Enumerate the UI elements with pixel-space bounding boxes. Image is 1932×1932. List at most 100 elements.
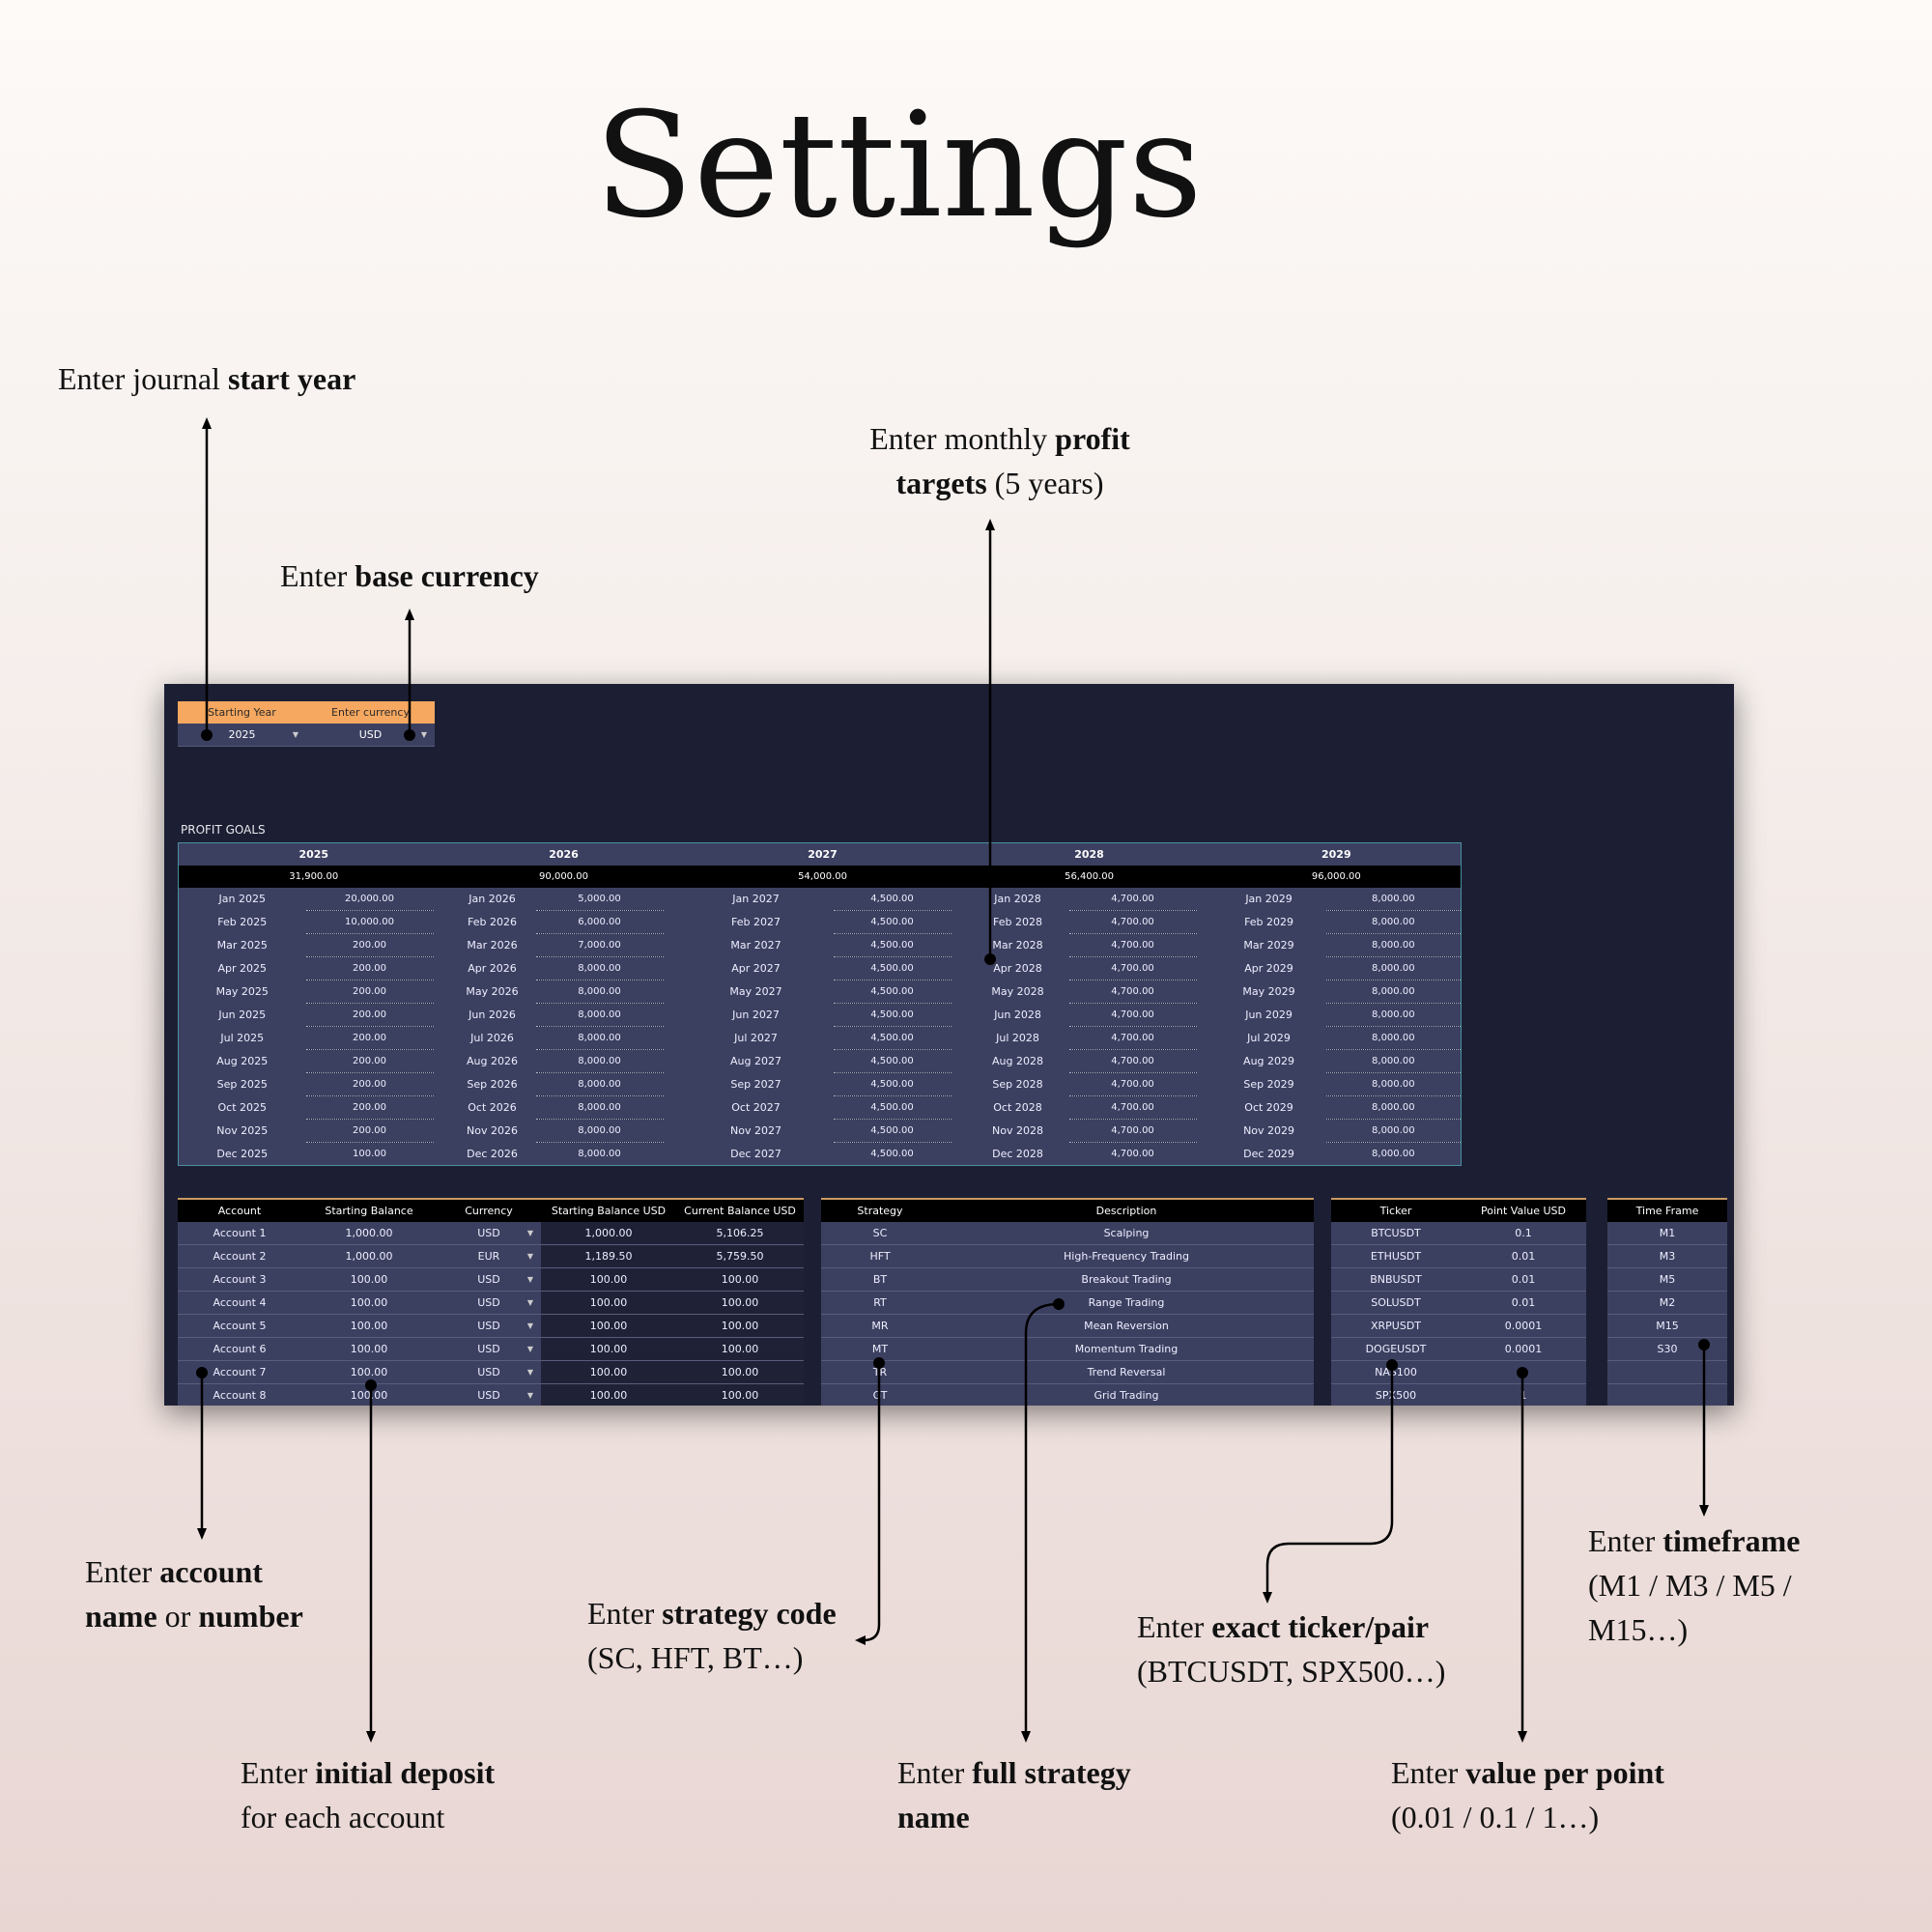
strategy-code-input[interactable]: BT xyxy=(821,1267,939,1292)
month-target-input[interactable]: 200.00 xyxy=(305,980,434,1004)
timeframe-input[interactable]: M5 xyxy=(1607,1267,1727,1292)
month-target-input[interactable]: 8,000.00 xyxy=(535,1026,664,1050)
currency-select[interactable]: USD▼ xyxy=(437,1360,541,1384)
timeframe-input[interactable]: M1 xyxy=(1607,1222,1727,1245)
ticker-input[interactable]: XRPUSDT xyxy=(1331,1314,1461,1338)
month-target-input[interactable]: 8,000.00 xyxy=(535,1072,664,1096)
month-target-input[interactable]: 8,000.00 xyxy=(535,1003,664,1027)
starting-balance-input[interactable]: 100.00 xyxy=(301,1337,437,1361)
strategy-code-input[interactable]: GT xyxy=(821,1383,939,1406)
account-name-input[interactable]: Account 5 xyxy=(178,1314,301,1338)
month-target-input[interactable]: 4,700.00 xyxy=(1068,933,1197,957)
month-target-input[interactable]: 8,000.00 xyxy=(535,980,664,1004)
ticker-input[interactable]: ETHUSDT xyxy=(1331,1244,1461,1268)
month-target-input[interactable]: 4,500.00 xyxy=(833,1072,952,1096)
month-target-input[interactable]: 8,000.00 xyxy=(535,1049,664,1073)
account-name-input[interactable]: Account 2 xyxy=(178,1244,301,1268)
timeframe-input[interactable]: M3 xyxy=(1607,1244,1727,1268)
strategy-description-input[interactable]: Range Trading xyxy=(939,1291,1314,1315)
month-target-input[interactable]: 4,500.00 xyxy=(833,1003,952,1027)
timeframe-input[interactable]: M2 xyxy=(1607,1291,1727,1315)
month-target-input[interactable]: 4,700.00 xyxy=(1068,1142,1197,1166)
month-target-input[interactable]: 4,500.00 xyxy=(833,910,952,934)
timeframe-input[interactable] xyxy=(1607,1383,1727,1406)
ticker-input[interactable]: BTCUSDT xyxy=(1331,1222,1461,1245)
month-target-input[interactable]: 8,000.00 xyxy=(535,1119,664,1143)
point-value-input[interactable]: 0.01 xyxy=(1461,1244,1586,1268)
point-value-input[interactable]: 0.0001 xyxy=(1461,1314,1586,1338)
currency-select[interactable]: USD▼ xyxy=(437,1222,541,1245)
point-value-input[interactable]: 0.01 xyxy=(1461,1291,1586,1315)
timeframe-input[interactable]: S30 xyxy=(1607,1337,1727,1361)
timeframe-input[interactable]: M15 xyxy=(1607,1314,1727,1338)
month-target-input[interactable]: 10,000.00 xyxy=(305,910,434,934)
starting-balance-input[interactable]: 100.00 xyxy=(301,1291,437,1315)
month-target-input[interactable]: 4,700.00 xyxy=(1068,888,1197,911)
month-target-input[interactable]: 4,500.00 xyxy=(833,956,952,980)
month-target-input[interactable]: 200.00 xyxy=(305,1049,434,1073)
month-target-input[interactable]: 4,500.00 xyxy=(833,980,952,1004)
strategy-description-input[interactable]: Trend Reversal xyxy=(939,1360,1314,1384)
point-value-input[interactable]: 0.1 xyxy=(1461,1222,1586,1245)
strategy-code-input[interactable]: TR xyxy=(821,1360,939,1384)
timeframe-input[interactable] xyxy=(1607,1360,1727,1384)
currency-select[interactable]: USD▼ xyxy=(437,1267,541,1292)
month-target-input[interactable]: 4,700.00 xyxy=(1068,1095,1197,1120)
month-target-input[interactable]: 6,000.00 xyxy=(535,910,664,934)
account-name-input[interactable]: Account 7 xyxy=(178,1360,301,1384)
month-target-input[interactable]: 8,000.00 xyxy=(1325,933,1462,957)
month-target-input[interactable]: 8,000.00 xyxy=(1325,1142,1462,1166)
strategy-code-input[interactable]: RT xyxy=(821,1291,939,1315)
currency-select[interactable]: EUR▼ xyxy=(437,1244,541,1268)
strategy-description-input[interactable]: Breakout Trading xyxy=(939,1267,1314,1292)
month-target-input[interactable]: 4,700.00 xyxy=(1068,956,1197,980)
account-name-input[interactable]: Account 1 xyxy=(178,1222,301,1245)
starting-year-select[interactable]: 2025▼ xyxy=(178,724,306,747)
strategy-description-input[interactable]: High-Frequency Trading xyxy=(939,1244,1314,1268)
ticker-input[interactable]: BNBUSDT xyxy=(1331,1267,1461,1292)
ticker-input[interactable]: SOLUSDT xyxy=(1331,1291,1461,1315)
strategy-description-input[interactable]: Scalping xyxy=(939,1222,1314,1245)
strategy-code-input[interactable]: MT xyxy=(821,1337,939,1361)
month-target-input[interactable]: 200.00 xyxy=(305,956,434,980)
point-value-input[interactable]: 0.01 xyxy=(1461,1267,1586,1292)
strategy-code-input[interactable]: MR xyxy=(821,1314,939,1338)
month-target-input[interactable]: 200.00 xyxy=(305,933,434,957)
month-target-input[interactable]: 100.00 xyxy=(305,1142,434,1166)
strategy-description-input[interactable]: Grid Trading xyxy=(939,1383,1314,1406)
account-name-input[interactable]: Account 4 xyxy=(178,1291,301,1315)
month-target-input[interactable]: 8,000.00 xyxy=(1325,1026,1462,1050)
month-target-input[interactable]: 4,700.00 xyxy=(1068,980,1197,1004)
month-target-input[interactable]: 8,000.00 xyxy=(535,1142,664,1166)
month-target-input[interactable]: 5,000.00 xyxy=(535,888,664,911)
month-target-input[interactable]: 200.00 xyxy=(305,1003,434,1027)
point-value-input[interactable]: 1 xyxy=(1461,1383,1586,1406)
month-target-input[interactable]: 8,000.00 xyxy=(1325,1119,1462,1143)
month-target-input[interactable]: 8,000.00 xyxy=(1325,980,1462,1004)
month-target-input[interactable]: 4,700.00 xyxy=(1068,1049,1197,1073)
month-target-input[interactable]: 4,500.00 xyxy=(833,1049,952,1073)
month-target-input[interactable]: 8,000.00 xyxy=(1325,1049,1462,1073)
starting-balance-input[interactable]: 100.00 xyxy=(301,1267,437,1292)
currency-select[interactable]: USD▼ xyxy=(437,1383,541,1406)
ticker-input[interactable]: SPX500 xyxy=(1331,1383,1461,1406)
month-target-input[interactable]: 8,000.00 xyxy=(1325,888,1462,911)
account-name-input[interactable]: Account 3 xyxy=(178,1267,301,1292)
account-name-input[interactable]: Account 6 xyxy=(178,1337,301,1361)
month-target-input[interactable]: 4,500.00 xyxy=(833,933,952,957)
month-target-input[interactable]: 4,500.00 xyxy=(833,1095,952,1120)
ticker-input[interactable]: NAS100 xyxy=(1331,1360,1461,1384)
point-value-input[interactable]: 1 xyxy=(1461,1360,1586,1384)
month-target-input[interactable]: 8,000.00 xyxy=(535,956,664,980)
month-target-input[interactable]: 8,000.00 xyxy=(535,1095,664,1120)
month-target-input[interactable]: 200.00 xyxy=(305,1095,434,1120)
month-target-input[interactable]: 200.00 xyxy=(305,1072,434,1096)
starting-balance-input[interactable]: 100.00 xyxy=(301,1360,437,1384)
currency-select[interactable]: USD▼ xyxy=(306,724,435,747)
ticker-input[interactable]: DOGEUSDT xyxy=(1331,1337,1461,1361)
month-target-input[interactable]: 20,000.00 xyxy=(305,888,434,911)
month-target-input[interactable]: 8,000.00 xyxy=(1325,910,1462,934)
month-target-input[interactable]: 200.00 xyxy=(305,1026,434,1050)
month-target-input[interactable]: 200.00 xyxy=(305,1119,434,1143)
month-target-input[interactable]: 4,500.00 xyxy=(833,1026,952,1050)
